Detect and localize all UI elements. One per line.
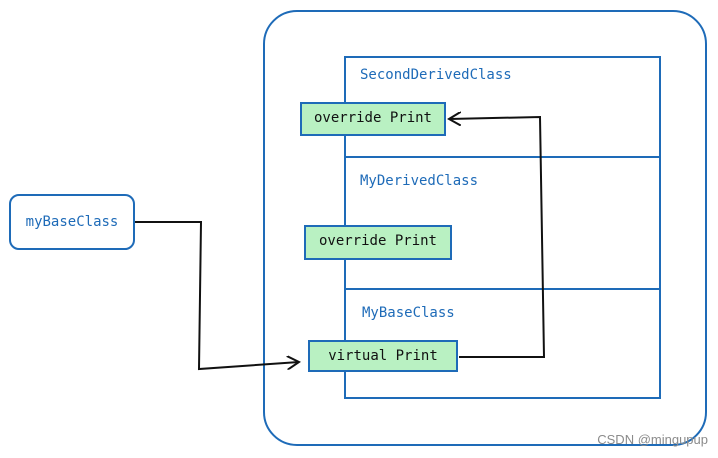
object-instance-container	[263, 10, 707, 446]
arrow-variable-to-virtual-print	[135, 221, 299, 371]
section-label-second-derived-class: SecondDerivedClass	[360, 67, 512, 83]
section-divider-second-derived	[344, 156, 661, 158]
method-box-my-base-virtual-print: virtual Print	[308, 340, 458, 372]
method-box-my-derived-override-print: override Print	[304, 225, 452, 260]
arrow-virtual-to-second-derived-override	[449, 117, 546, 358]
watermark-text: CSDN @mingupup	[597, 432, 708, 447]
variable-node-my-base-class: myBaseClass	[9, 194, 135, 250]
section-label-my-derived-class: MyDerivedClass	[360, 173, 479, 189]
section-divider-my-derived	[344, 288, 661, 290]
section-label-my-base-class: MyBaseClass	[362, 305, 455, 321]
method-box-second-derived-override-print: override Print	[300, 102, 446, 136]
